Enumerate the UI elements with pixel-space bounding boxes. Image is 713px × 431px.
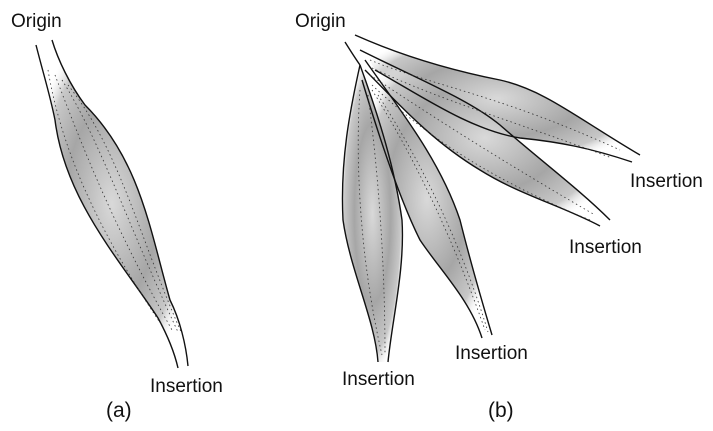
multi-belly-muscle bbox=[342, 35, 640, 362]
muscle-a-body bbox=[36, 40, 188, 368]
origin-label-a: Origin bbox=[11, 12, 62, 31]
fusiform-muscle bbox=[36, 40, 188, 368]
insertion-label-b-1: Insertion bbox=[630, 172, 703, 191]
origin-label-b: Origin bbox=[295, 12, 346, 31]
insertion-label-b-3: Insertion bbox=[455, 344, 528, 363]
insertion-label-b-4: Insertion bbox=[342, 370, 415, 389]
panel-caption-b: (b) bbox=[488, 400, 514, 421]
panel-caption-a: (a) bbox=[106, 400, 132, 421]
insertion-label-a: Insertion bbox=[150, 377, 223, 396]
insertion-label-b-2: Insertion bbox=[569, 238, 642, 257]
